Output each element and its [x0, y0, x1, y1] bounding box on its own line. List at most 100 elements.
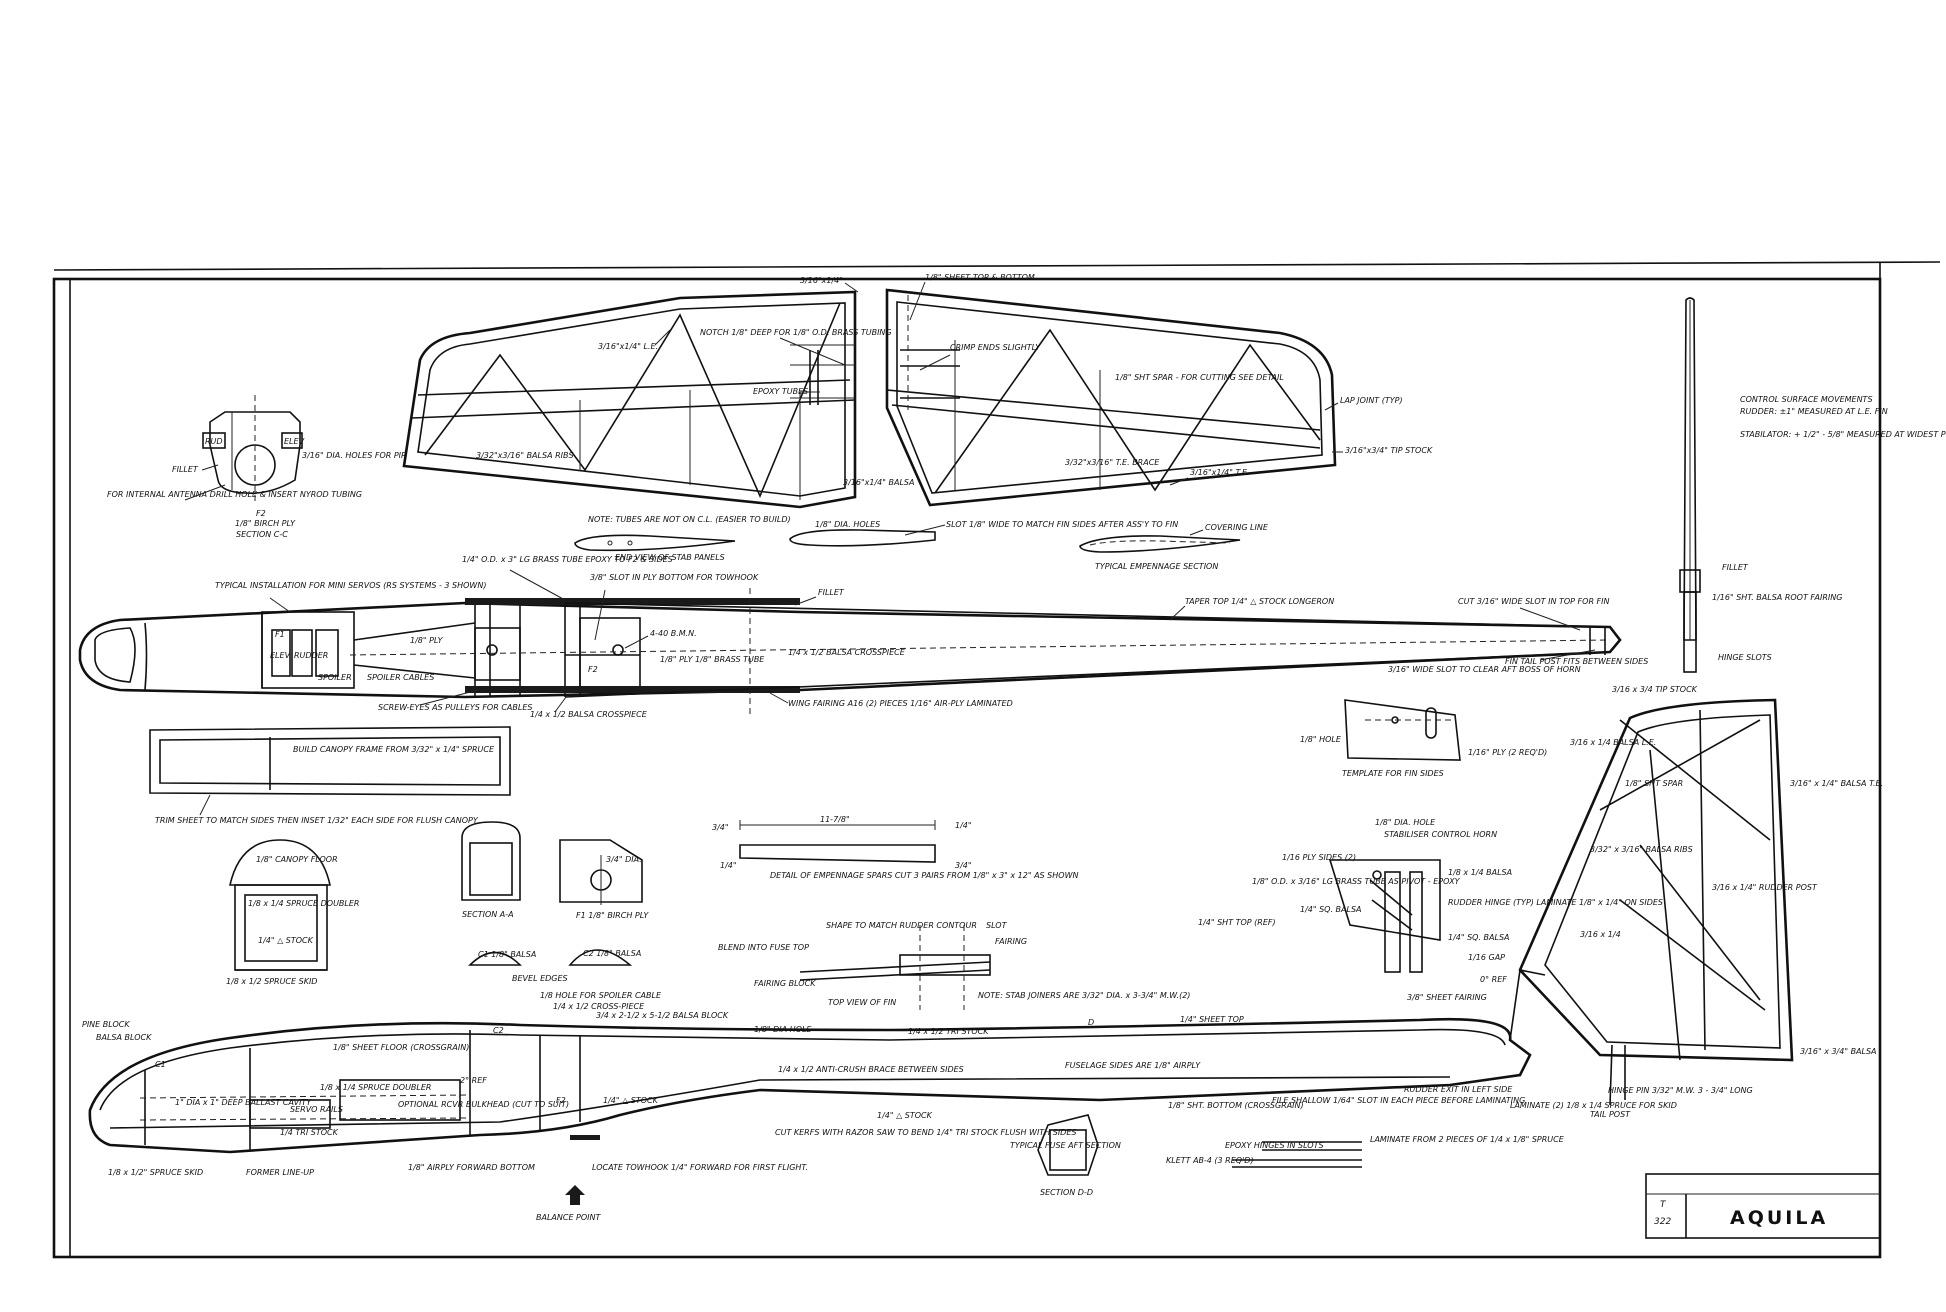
stab-le: 3/16"x1/4" L.E.: [598, 342, 658, 351]
fuselage-top-view: 1/4" O.D. x 3" LG BRASS TUBE EPOXY TO F2…: [78, 555, 1648, 719]
canopy-frame-note: BUILD CANOPY FRAME FROM 3/32" x 1/4" SPR…: [293, 745, 495, 754]
side-spruce-skid: 1/8 x 1/2" SPRUCE SKID: [108, 1168, 203, 1177]
stab-le-dim: 3/16"x1/4": [800, 276, 843, 285]
spar-dim-4: 1/4": [720, 861, 737, 870]
stab-tip-stock: 3/16"x3/4" TIP STOCK: [1345, 446, 1433, 455]
canopy-trim: TRIM SHEET TO MATCH SIDES THEN INSET 1/3…: [155, 816, 479, 825]
fin-template: 3/16" WIDE SLOT TO CLEAR AFT BOSS OF HOR…: [1300, 665, 1581, 778]
side-stock: 1/4" △ STOCK: [603, 1096, 659, 1105]
fuse-crosspiece: 1/4 x 1/2 BALSA CROSSPIECE: [788, 648, 906, 657]
title-number: 322: [1654, 1217, 1671, 1227]
side-epoxy-hinges: EPOXY HINGES IN SLOTS: [1225, 1141, 1324, 1150]
section-cc-elev: ELEV: [284, 437, 305, 446]
fuse-elev: ELEV.: [270, 651, 292, 660]
stab-right-panel: [885, 288, 1337, 507]
stab-end-view: END VIEW OF STAB PANELS: [615, 553, 725, 562]
fuse-wing-fairing: WING FAIRING A16 (2) PIECES 1/16" AIR-PL…: [788, 699, 1013, 708]
side-floor: 1/8" SHEET FLOOR (CROSSGRAIN): [333, 1043, 469, 1052]
canopy-stock: 1/4" △ STOCK: [258, 936, 314, 945]
fin-stabilator-movement: STABILATOR: + 1/2" - 5/8" MEASURED AT WI…: [1740, 430, 1946, 439]
title-block: T 322 AQUILA: [1645, 1173, 1881, 1239]
fuse-fin-slot: CUT 3/16" WIDE SLOT IN TOP FOR FIN: [1458, 597, 1610, 606]
section-cc: RUD ELEV FILLET 3/16" DIA. HOLES FOR PIR…: [107, 395, 407, 539]
fuse-brass-tube-2: 1/8" PLY 1/8" BRASS TUBE: [660, 655, 765, 664]
section-f1-dia: 3/4" DIA.: [606, 855, 642, 864]
section-cc-fillet: FILLET: [172, 465, 199, 474]
fin-side-view: 3/16 x 3/4 TIP STOCK 3/16 x 1/4 BALSA L.…: [1370, 685, 1883, 1144]
fin-laminate: LAMINATE (2) 1/8 x 1/4 SPRUCE FOR SKID: [1510, 1101, 1677, 1110]
fin-laminate-from: LAMINATE FROM 2 PIECES OF 1/4 x 1/8" SPR…: [1370, 1135, 1565, 1144]
fin-sheet-fairing: 3/8" SHEET FAIRING: [1407, 993, 1487, 1002]
fuse-crosspiece-2: 1/4 x 1/2 BALSA CROSSPIECE: [530, 710, 648, 719]
fuse-screw-eyes: SCREW-EYES AS PULLEYS FOR CABLES: [378, 703, 532, 712]
fuse-f1: F1: [275, 630, 285, 639]
horn-tube: 1/8" O.D. x 3/16" LG BRASS TUBE AS PIVOT…: [1252, 877, 1461, 886]
side-balsa-block: BALSA BLOCK: [96, 1033, 152, 1042]
stab-te-brace: 3/32"x3/16" T.E. BRACE: [1065, 458, 1160, 467]
fuse-typical-install: TYPICAL INSTALLATION FOR MINI SERVOS (RS…: [215, 581, 486, 590]
fuse-rudder: RUDDER: [294, 651, 328, 660]
side-typical-section: TYPICAL FUSE AFT SECTION: [1010, 1141, 1121, 1150]
stab-ribs: 3/32"x3/16" BALSA RIBS: [476, 451, 574, 460]
fin-gap: 1/16 GAP: [1468, 953, 1505, 962]
template-caption: TEMPLATE FOR FIN SIDES: [1342, 769, 1444, 778]
section-cc-label: SECTION C-C: [236, 530, 288, 539]
side-rudder-exit: RUDDER EXIT IN LEFT SIDE: [1404, 1085, 1513, 1094]
horn-detail: 1/8" DIA. HOLE STABILISER CONTROL HORN 1…: [1198, 818, 1663, 973]
fin-tip-stock: 3/16 x 3/4 TIP STOCK: [1612, 685, 1698, 694]
stab-holes: 1/8" DIA. HOLES: [815, 520, 880, 529]
stab-te: 3/16"x1/4" T.E.: [1190, 468, 1250, 477]
side-crosspiece: 1/4 x 1/2 CROSS-PIECE: [553, 1002, 645, 1011]
fin-rudder-movement: RUDDER: ±1" MEASURED AT L.E. FIN: [1740, 407, 1888, 416]
spar-detail: 3/4" 11-7/8" 1/4" 1/4" 3/4" DETAIL OF EM…: [712, 815, 1078, 880]
spar-dim-5: 3/4": [955, 861, 972, 870]
stab-typical-section: TYPICAL EMPENNAGE SECTION: [1095, 562, 1218, 571]
side-stock-2: 1/4" △ STOCK: [877, 1111, 933, 1120]
side-spruce-doubler: 1/8 x 1/4 SPRUCE DOUBLER: [320, 1083, 431, 1092]
side-two-ref: 2° REF: [460, 1076, 487, 1085]
side-sheet-top: 1/4" SHEET TOP: [1180, 1015, 1244, 1024]
side-fuse-sides: FUSELAGE SIDES ARE 1/8" AIRPLY: [1065, 1061, 1201, 1070]
stab-covering: COVERING LINE: [1205, 523, 1269, 532]
fin-hinge-slots: HINGE SLOTS: [1718, 653, 1772, 662]
section-f1-ply: F1 1/8" BIRCH PLY: [576, 911, 649, 920]
template-ply: 1/16" PLY (2 REQ'D): [1468, 748, 1547, 757]
side-towhook: LOCATE TOWHOOK 1/4" FORWARD FOR FIRST FL…: [592, 1163, 808, 1172]
stab-crimp: CRIMP ENDS SLIGHTLY: [950, 343, 1041, 352]
section-cc-rud: RUD: [205, 437, 223, 446]
fin-le: 3/16 x 1/4 BALSA L.E.: [1570, 738, 1656, 747]
stab-lap-joint: LAP JOINT (TYP): [1340, 396, 1403, 405]
canopy-floor: 1/8" CANOPY FLOOR: [256, 855, 338, 864]
canopy-skid: 1/8 x 1/2 SPRUCE SKID: [226, 977, 317, 986]
fuse-fillet: FILLET: [818, 588, 845, 597]
fin-spar: 1/8" SHT SPAR: [1625, 779, 1683, 788]
side-anti-crush: 1/4 x 1/2 ANTI-CRUSH BRACE BETWEEN SIDES: [778, 1065, 964, 1074]
side-servo-rails: SERVO RAILS: [290, 1105, 343, 1114]
side-kerfs: CUT KERFS WITH RAZOR SAW TO BEND 1/4" TR…: [775, 1128, 1076, 1137]
side-balsa-block-dims: 3/4 x 2-1/2 x 5-1/2 BALSA BLOCK: [596, 1011, 729, 1020]
stab-tubes-note: NOTE: TUBES ARE NOT ON C.L. (EASIER TO B…: [588, 515, 791, 524]
section-aa: SECTION A-A: [462, 910, 514, 919]
side-spoiler-hole: 1/8 HOLE FOR SPOILER CABLE: [540, 991, 662, 1000]
fuse-spoiler: SPOILER: [318, 673, 352, 682]
spar-dim-2: 11-7/8": [820, 815, 850, 824]
fin-narrow-view: CONTROL SURFACE MOVEMENTS RUDDER: ±1" ME…: [1679, 297, 1946, 673]
spar-dim-3: 1/4": [955, 821, 972, 830]
side-section-dd: SECTION D-D: [1040, 1188, 1093, 1197]
spar-detail-note: DETAIL OF EMPENNAGE SPARS CUT 3 PAIRS FR…: [770, 871, 1078, 880]
side-file-slot: FILE SHALLOW 1/64" SLOT IN EACH PIECE BE…: [1272, 1096, 1525, 1105]
fuse-brass-tube: 1/4" O.D. x 3" LG BRASS TUBE EPOXY TO F2…: [462, 555, 673, 564]
canopy-frame: BUILD CANOPY FRAME FROM 3/32" x 1/4" SPR…: [149, 726, 511, 825]
fin-ribs: 3/32" x 3/16" BALSA RIBS: [1590, 845, 1693, 854]
fuse-ply: 1/8" PLY: [410, 636, 444, 645]
stab-notch: NOTCH 1/8" DEEP FOR 1/8" O.D. BRASS TUBI…: [700, 328, 892, 337]
horn-control: STABILISER CONTROL HORN: [1384, 830, 1497, 839]
template-slot: 3/16" WIDE SLOT TO CLEAR AFT BOSS OF HOR…: [1388, 665, 1581, 674]
side-f2: F2: [556, 1096, 566, 1105]
spar-dim-1: 3/4": [712, 823, 729, 832]
horn-top-ref: 1/4" SHT TOP (REF): [1198, 918, 1276, 927]
horn-ply-sides: 1/16 PLY SIDES (2): [1282, 853, 1356, 862]
fin-top-view-caption: TOP VIEW OF FIN: [828, 998, 896, 1007]
stab-root-balsa: 3/16"x1/4" BALSA: [843, 478, 914, 487]
